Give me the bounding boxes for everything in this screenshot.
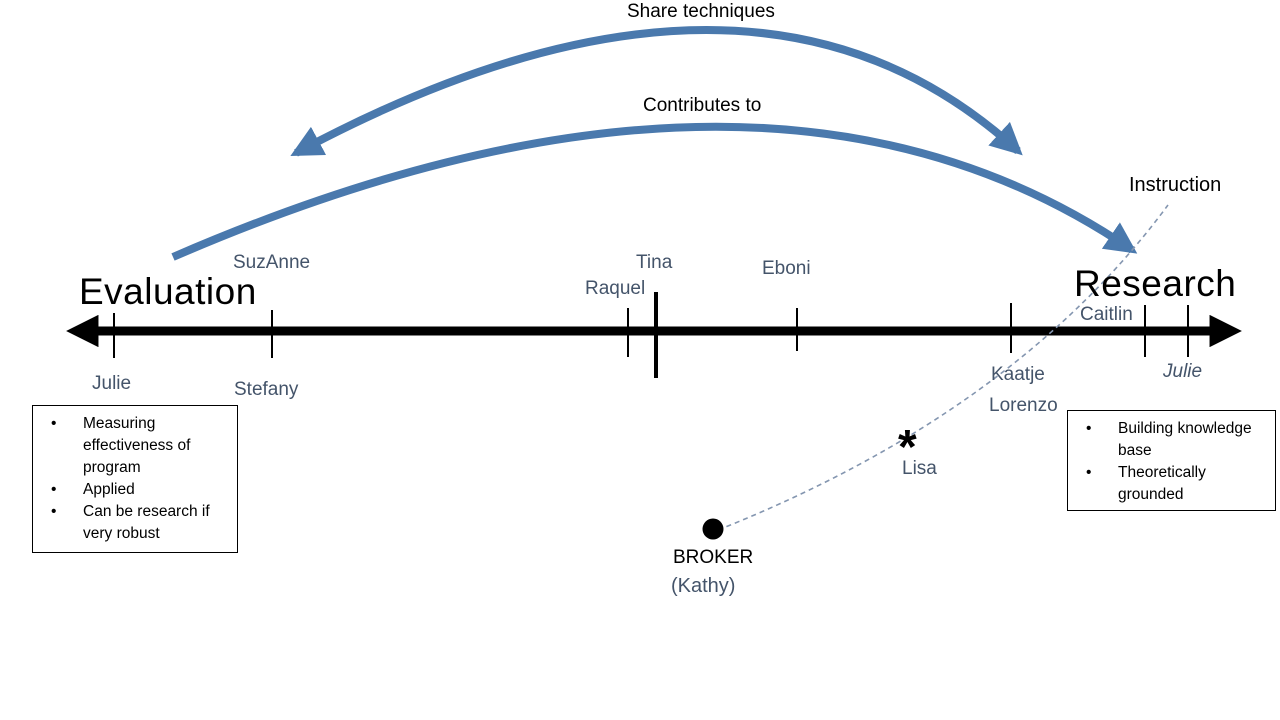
contributes-to-label: Contributes to	[643, 95, 762, 116]
person-label-kaatje: Kaatje	[991, 364, 1045, 385]
research-note-box: Building knowledge base Theoretically gr…	[1067, 410, 1276, 511]
research-label: Research	[1074, 263, 1237, 304]
person-label-suzanne: SuzAnne	[233, 252, 311, 273]
evaluation-label: Evaluation	[79, 271, 257, 312]
asterisk-marker: *	[898, 421, 917, 474]
person-label-lorenzo: Lorenzo	[989, 395, 1058, 416]
person-label-stefany: Stefany	[234, 379, 299, 400]
person-label-raquel: Raquel	[585, 278, 646, 299]
evaluation-bullet: Can be research if very robust	[33, 501, 233, 545]
share-techniques-arrow	[290, 26, 1023, 157]
broker-person-label: (Kathy)	[671, 575, 736, 597]
contributes-to-arrow	[171, 122, 1138, 261]
share-techniques-label: Share techniques	[627, 1, 775, 22]
instruction-dashed-curve	[717, 204, 1169, 531]
person-label-eboni: Eboni	[762, 258, 811, 279]
evaluation-bullet: Measuring effectiveness of program	[33, 413, 233, 479]
research-bullet-list: Building knowledge base Theoretically gr…	[1068, 411, 1275, 506]
evaluation-note-box: Measuring effectiveness of program Appli…	[32, 405, 238, 553]
person-label-tina: Tina	[636, 252, 673, 273]
broker-label: BROKER	[673, 547, 754, 568]
person-label-julie-right: Julie	[1163, 361, 1203, 382]
person-label-lisa: Lisa	[902, 458, 937, 479]
person-label-julie-left: Julie	[92, 373, 132, 394]
instruction-label: Instruction	[1129, 174, 1222, 196]
evaluation-bullet-list: Measuring effectiveness of program Appli…	[33, 406, 237, 545]
evaluation-bullet: Applied	[33, 479, 233, 501]
research-bullet: Building knowledge base	[1068, 418, 1271, 462]
research-bullet: Theoretically grounded	[1068, 462, 1271, 506]
broker-dot	[702, 518, 724, 540]
person-label-caitlin: Caitlin	[1080, 304, 1133, 325]
